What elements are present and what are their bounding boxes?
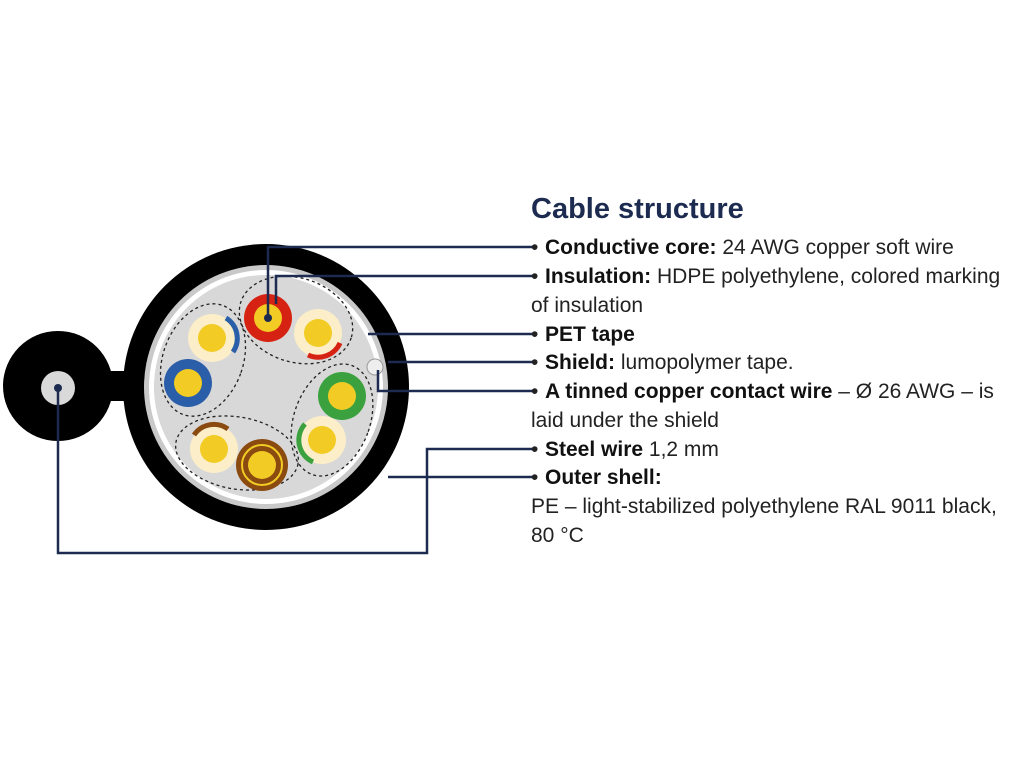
label-outer-shell: •Outer shell: bbox=[531, 466, 662, 489]
conductor-blue-white bbox=[188, 314, 240, 362]
diagram-title: Cable structure bbox=[531, 193, 744, 225]
leader-steel-wire bbox=[56, 388, 536, 555]
conductor-brown bbox=[236, 439, 288, 491]
contact-wire bbox=[366, 358, 384, 376]
conductor-red-white bbox=[294, 309, 343, 360]
leader-conductive-core bbox=[266, 245, 536, 318]
label-pet-tape: •PET tape bbox=[531, 323, 635, 346]
label-conductive-core: •Conductive core: 24 AWG copper soft wir… bbox=[531, 236, 954, 259]
conductor-green-white bbox=[296, 416, 346, 465]
leader-contact-wire bbox=[376, 370, 536, 393]
label-contact-wire: •A tinned copper contact wire – Ø 26 AWG… bbox=[531, 380, 994, 432]
pair-group-brown bbox=[174, 415, 300, 491]
pair-group-orange bbox=[238, 275, 354, 365]
conductor-green bbox=[318, 372, 366, 420]
label-steel-wire: •Steel wire 1,2 mm bbox=[531, 438, 719, 461]
outer-shell-description: PE – light-stabilized polyethylene RAL 9… bbox=[531, 495, 997, 547]
conductor-brown-white bbox=[190, 421, 238, 473]
conductor-blue bbox=[164, 359, 212, 407]
pair-group-blue bbox=[159, 303, 247, 417]
label-insulation: •Insulation: HDPE polyethylene, colored … bbox=[531, 265, 1001, 317]
leader-insulation bbox=[274, 274, 536, 304]
pair-group-green bbox=[290, 363, 374, 477]
label-shield: •Shield: lumopolymer tape. bbox=[531, 351, 794, 374]
